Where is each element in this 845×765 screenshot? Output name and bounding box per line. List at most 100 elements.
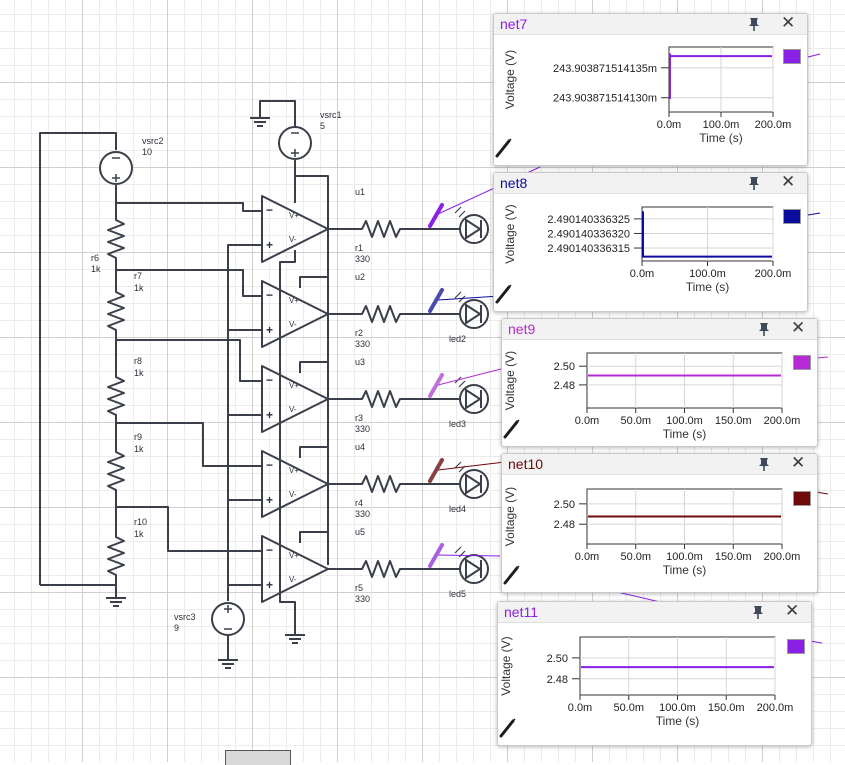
opamp-noninverting-input-label: + bbox=[266, 408, 273, 422]
opamp-inverting-input-label: − bbox=[266, 288, 273, 302]
voltage-source-vsrc2[interactable] bbox=[99, 151, 133, 185]
probe-icon[interactable] bbox=[494, 283, 514, 305]
opamp-u2[interactable] bbox=[261, 280, 329, 348]
opamp-u4[interactable] bbox=[261, 450, 329, 518]
led-light-arrows bbox=[454, 291, 466, 303]
opamp-u5[interactable] bbox=[261, 535, 329, 603]
scope-title-bar[interactable]: net10 ✕ bbox=[502, 454, 817, 475]
ground-symbol bbox=[250, 117, 270, 127]
wire bbox=[279, 347, 296, 635]
u2-label: u2 bbox=[355, 272, 365, 282]
opamp-u3[interactable] bbox=[261, 365, 329, 433]
led-led2[interactable] bbox=[459, 299, 489, 329]
close-icon[interactable]: ✕ bbox=[791, 453, 806, 472]
resistor-r6[interactable] bbox=[107, 210, 125, 268]
resistor-r7[interactable] bbox=[107, 285, 125, 340]
voltage-plot[interactable]: 2.4901403363252.4901403363202.4901403363… bbox=[494, 194, 807, 311]
vsrc3-value-label: 9 bbox=[174, 623, 179, 633]
wire bbox=[299, 531, 328, 543]
led-led4[interactable] bbox=[459, 469, 489, 499]
y-axis-label: Voltage (V) bbox=[503, 351, 517, 410]
opamp-u1[interactable] bbox=[261, 195, 329, 263]
u5-label: u5 bbox=[355, 527, 365, 537]
x-tick-label: 200.0m bbox=[755, 268, 792, 280]
opamp-inverting-input-label: − bbox=[266, 373, 273, 387]
probe-icon[interactable] bbox=[498, 717, 518, 739]
led-light-arrows bbox=[454, 546, 466, 558]
trace-color-swatch[interactable] bbox=[793, 355, 811, 370]
y-tick-label: 2.48 bbox=[554, 519, 575, 531]
probe-icon[interactable] bbox=[494, 137, 514, 159]
resistor-r9[interactable] bbox=[107, 445, 125, 507]
pin-icon[interactable] bbox=[745, 174, 763, 192]
resistor-r8[interactable] bbox=[107, 370, 125, 423]
probe-marker-net8[interactable] bbox=[428, 288, 444, 313]
trace-color-swatch[interactable] bbox=[783, 49, 801, 64]
probe-icon[interactable] bbox=[502, 564, 522, 586]
voltage-trace bbox=[642, 211, 772, 258]
wire bbox=[39, 132, 117, 585]
r6-name-label: r6 bbox=[91, 253, 99, 263]
y-tick-label: 2.490140336320 bbox=[547, 228, 630, 240]
vsrc2-name-label: vsrc2 bbox=[142, 136, 164, 146]
probe-marker-net10[interactable] bbox=[428, 458, 444, 483]
wire bbox=[116, 339, 262, 382]
trace-color-swatch[interactable] bbox=[787, 639, 805, 654]
scope-title: net7 bbox=[500, 16, 528, 32]
x-tick-label: 100.0m bbox=[659, 702, 696, 714]
opamp-inverting-input-label: − bbox=[266, 203, 273, 217]
led4-label: led4 bbox=[449, 504, 466, 514]
trace-color-swatch[interactable] bbox=[783, 209, 801, 224]
close-icon[interactable]: ✕ bbox=[785, 601, 800, 620]
led-u1[interactable] bbox=[459, 214, 489, 244]
pin-icon[interactable] bbox=[755, 455, 773, 473]
scope-title-bar[interactable]: net11✕ bbox=[498, 602, 811, 623]
probe-marker-net11[interactable] bbox=[428, 543, 444, 568]
scope-title-bar[interactable]: net8✕ bbox=[494, 173, 807, 194]
trace-color-swatch[interactable] bbox=[793, 491, 811, 506]
voltage-source-vsrc3[interactable] bbox=[211, 602, 245, 636]
resistor-r10[interactable] bbox=[107, 530, 125, 595]
opamp-vplus-pin-label: V+ bbox=[289, 551, 299, 560]
y-tick-label: 243.903871514135m bbox=[553, 63, 657, 75]
pin-icon[interactable] bbox=[755, 320, 773, 338]
led-led3[interactable] bbox=[459, 384, 489, 414]
bottom-panel-tab[interactable] bbox=[225, 750, 291, 765]
led-led5[interactable] bbox=[459, 554, 489, 584]
r9-name-label: r9 bbox=[134, 432, 142, 442]
probe-icon[interactable] bbox=[502, 418, 522, 440]
probe-marker-net9[interactable] bbox=[428, 373, 444, 398]
close-icon[interactable]: ✕ bbox=[781, 13, 796, 32]
close-icon[interactable]: ✕ bbox=[791, 318, 806, 337]
opamp-noninverting-input-label: + bbox=[266, 578, 273, 592]
scope-title-bar[interactable]: net9✕ bbox=[502, 319, 817, 340]
close-icon[interactable]: ✕ bbox=[781, 172, 796, 191]
led3-label: led3 bbox=[449, 419, 466, 429]
y-tick-label: 243.903871514130m bbox=[553, 93, 657, 105]
pin-icon[interactable] bbox=[749, 603, 767, 621]
u3-label: u3 bbox=[355, 357, 365, 367]
scope-title: net10 bbox=[508, 456, 544, 472]
vsrc2-value-label: 10 bbox=[142, 147, 152, 157]
r10-name-label: r10 bbox=[134, 517, 147, 527]
probe-leader-right bbox=[807, 212, 821, 216]
pin-icon[interactable] bbox=[745, 15, 763, 33]
voltage-source-vsrc1[interactable] bbox=[278, 126, 312, 160]
x-axis-label: Time (s) bbox=[656, 714, 700, 728]
vsrc1-name-label: vsrc1 bbox=[320, 110, 342, 120]
probe-marker-net7[interactable] bbox=[428, 203, 444, 228]
probe-leader-net10 bbox=[437, 461, 506, 471]
scope-title-bar[interactable]: net7 ✕ bbox=[494, 14, 807, 35]
y-tick-label: 2.50 bbox=[554, 499, 575, 511]
x-tick-label: 50.0m bbox=[620, 551, 651, 563]
